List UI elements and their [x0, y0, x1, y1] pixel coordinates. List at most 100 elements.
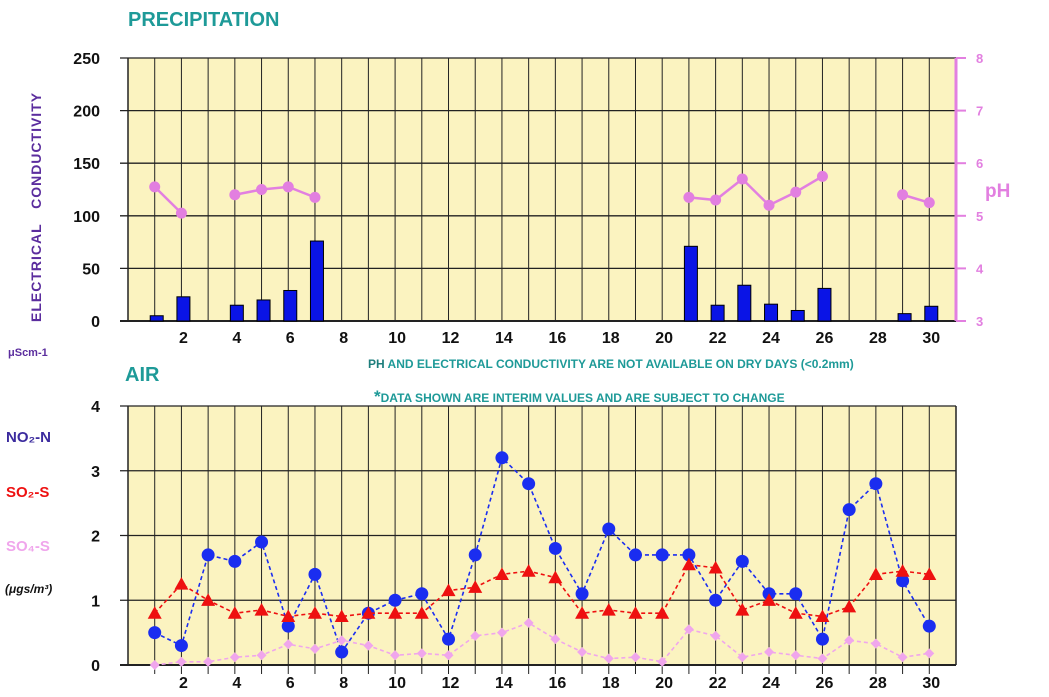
x-tick-label: 4: [232, 330, 241, 347]
dry-days-note-text: AND ELECTRICAL CONDUCTIVITY ARE NOT AVAI…: [385, 357, 854, 371]
no2-point: [548, 541, 562, 555]
so2-point: [788, 606, 803, 619]
ph-line: [153, 185, 183, 215]
ph-point: [923, 197, 935, 209]
so4-point: [523, 617, 534, 628]
conductivity-bar: [283, 289, 298, 322]
y-tick-label: 3: [91, 464, 100, 481]
so4-point: [790, 650, 801, 661]
no2-point: [789, 587, 803, 601]
ph-point: [175, 207, 187, 219]
conductivity-bar: [924, 305, 939, 322]
x-tick-label: 14: [495, 675, 513, 692]
so2-point: [628, 606, 643, 619]
no2-point: [735, 554, 749, 568]
ph-point: [256, 184, 268, 195]
so4-point: [737, 652, 748, 663]
dry-days-note-ph: PH: [368, 357, 385, 371]
so2-point: [601, 602, 616, 616]
so4-point: [897, 652, 908, 663]
so2-point: [361, 606, 376, 619]
conductivity-unit: μScm-1: [8, 347, 48, 359]
so2-point: [708, 560, 723, 574]
so2-point: [441, 583, 456, 597]
so2-point: [735, 602, 750, 616]
so2-point: [388, 606, 403, 619]
interim-note: *DATA SHOWN ARE INTERIM VALUES AND ARE S…: [374, 387, 785, 406]
conductivity-bar: [897, 313, 912, 322]
so2-point: [254, 602, 269, 616]
so2-point: [922, 567, 937, 580]
x-tick-label: 6: [286, 330, 295, 347]
no2-point: [308, 567, 322, 581]
y-tick-label: 100: [73, 209, 100, 226]
so2-point: [842, 599, 857, 613]
so2-point: [281, 609, 296, 623]
so4-point: [817, 653, 828, 664]
no2-point: [709, 593, 723, 607]
so4-point: [603, 653, 614, 664]
legend-so2: SO₂-S: [6, 484, 49, 501]
so4-point: [229, 652, 240, 663]
x-tick-label: 20: [655, 330, 673, 347]
ph-tick-label: 3: [976, 314, 983, 329]
no2-point: [896, 574, 910, 588]
so4-point: [870, 638, 881, 649]
so4-point: [416, 648, 427, 659]
conductivity-bar: [229, 304, 244, 322]
x-tick-label: 18: [602, 330, 620, 347]
ph-point: [816, 170, 828, 182]
ph-point: [309, 191, 321, 203]
no2-point: [522, 477, 536, 491]
so2-point: [414, 606, 429, 619]
no2-point: [174, 639, 188, 653]
so2-point: [762, 593, 777, 606]
so2-point: [575, 606, 590, 619]
legend-units: (μgs/m³): [5, 582, 52, 596]
so4-point: [470, 630, 481, 641]
ph-point: [790, 186, 802, 198]
dry-days-note: PH AND ELECTRICAL CONDUCTIVITY ARE NOT A…: [368, 357, 854, 371]
so4-point: [256, 650, 267, 661]
no2-point: [201, 548, 215, 562]
ph-point: [282, 181, 294, 193]
so4-point: [764, 647, 775, 658]
x-tick-label: 22: [709, 330, 727, 347]
y-tick-label: 50: [82, 261, 100, 278]
so4-point: [577, 647, 588, 658]
no2-point: [335, 645, 349, 659]
conductivity-bar: [256, 299, 271, 322]
conductivity-axis-label: ELECTRICAL CONDUCTIVITY: [28, 92, 44, 322]
x-tick-label: 8: [339, 330, 348, 347]
x-tick-label: 14: [495, 330, 513, 347]
x-tick-label: 24: [762, 330, 780, 347]
no2-point: [388, 593, 402, 607]
ph-point: [710, 194, 722, 206]
so4-point: [336, 635, 347, 646]
no2-point: [281, 619, 295, 633]
no2-point: [228, 554, 242, 568]
conductivity-bar: [764, 303, 779, 322]
x-tick-label: 12: [442, 675, 460, 692]
no2-point: [255, 535, 269, 549]
interim-note-text: DATA SHOWN ARE INTERIM VALUES AND ARE SU…: [381, 391, 785, 405]
x-tick-label: 10: [388, 330, 406, 347]
air-title: AIR: [125, 364, 160, 386]
so2-point: [307, 606, 322, 619]
x-tick-label: 22: [709, 675, 727, 692]
ph-line: [234, 185, 316, 199]
no2-point: [602, 522, 616, 536]
so2-point: [548, 570, 563, 584]
x-tick-label: 28: [869, 330, 887, 347]
no2-point: [869, 477, 883, 491]
so4-point: [203, 656, 214, 667]
ph-tick-label: 5: [976, 209, 983, 224]
conductivity-bar: [176, 296, 191, 322]
x-tick-label: 20: [655, 675, 673, 692]
x-tick-label: 10: [388, 675, 406, 692]
so2-point: [655, 606, 670, 619]
no2-point: [842, 503, 856, 517]
so4-point: [176, 656, 187, 667]
x-tick-label: 2: [179, 675, 188, 692]
